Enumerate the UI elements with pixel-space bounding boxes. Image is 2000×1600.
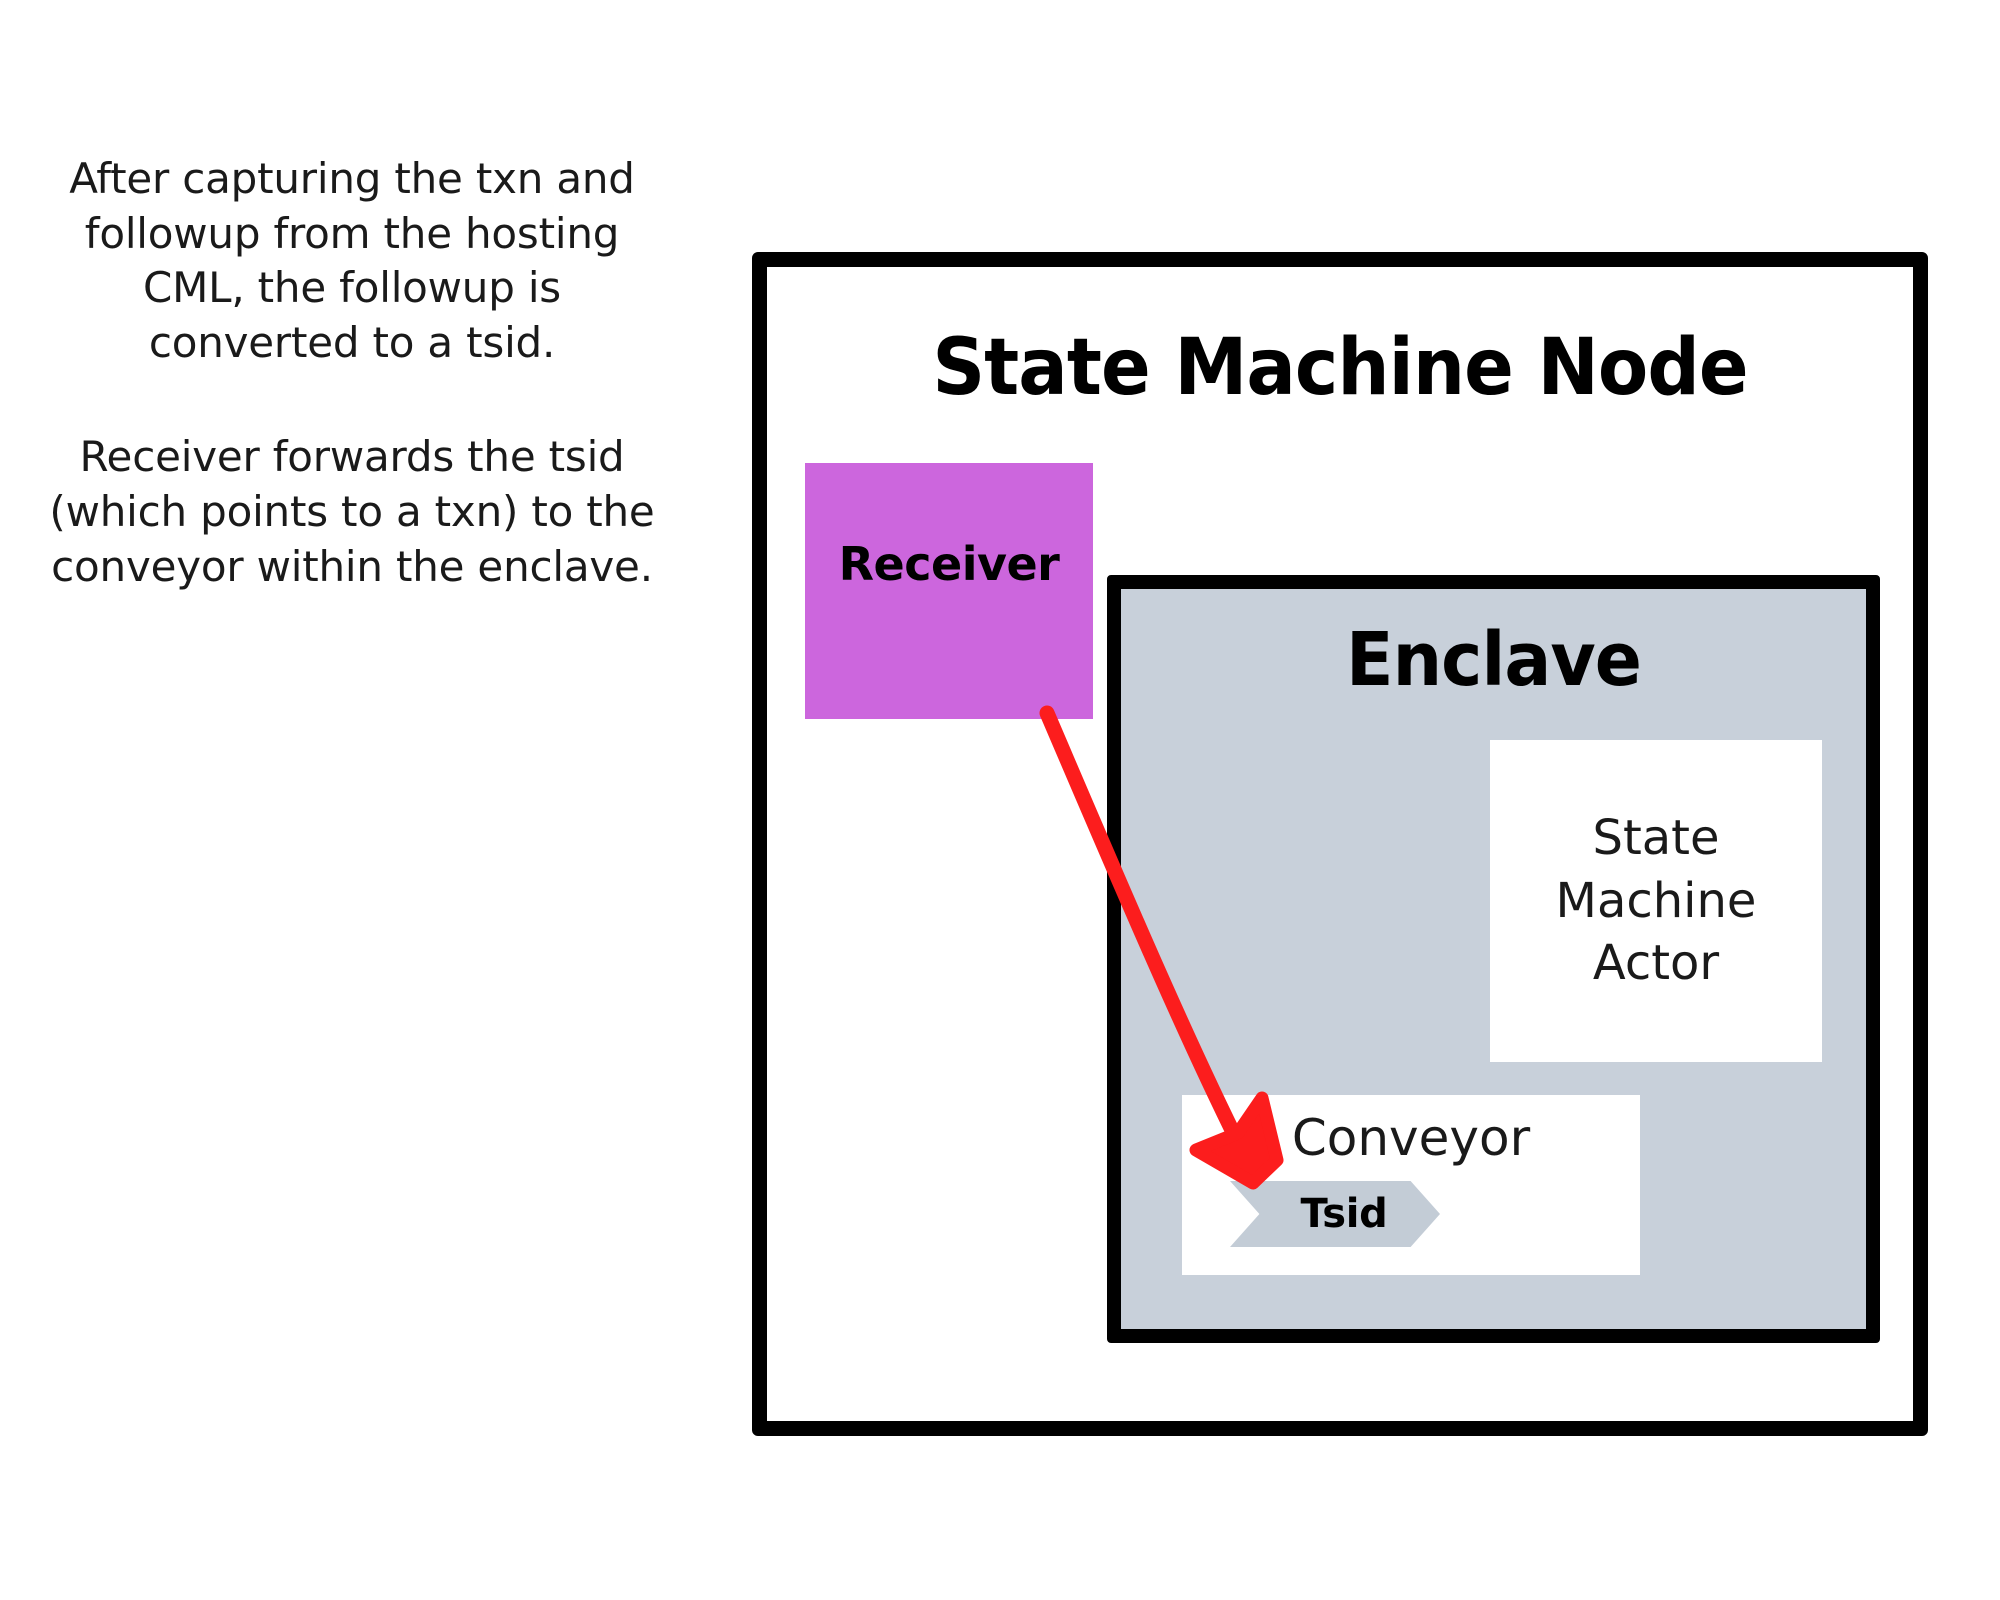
narrative-paragraph-1: After capturing the txn and followup fro… bbox=[69, 154, 635, 367]
conveyor-box[interactable]: Conveyor Tsid bbox=[1182, 1095, 1640, 1275]
tsid-chevron-icon[interactable]: Tsid bbox=[1230, 1181, 1440, 1247]
state-machine-node-container: State Machine Node Receiver Enclave Stat… bbox=[752, 252, 1928, 1436]
state-machine-actor-label: State Machine Actor bbox=[1555, 810, 1757, 992]
narrative-paragraph-2: Receiver forwards the tsid (which points… bbox=[49, 432, 655, 591]
enclave-box: Enclave State Machine Actor Conveyor Tsi… bbox=[1107, 575, 1880, 1343]
conveyor-label: Conveyor bbox=[1291, 1109, 1531, 1167]
narrative-spacer bbox=[34, 370, 670, 430]
narrative-text-block: After capturing the txn and followup fro… bbox=[34, 152, 670, 594]
state-machine-node-title: State Machine Node bbox=[932, 323, 1748, 413]
state-machine-actor-box[interactable]: State Machine Actor bbox=[1490, 740, 1822, 1062]
receiver-box[interactable]: Receiver bbox=[805, 463, 1093, 719]
receiver-label: Receiver bbox=[838, 537, 1060, 591]
tsid-label: Tsid bbox=[1300, 1191, 1388, 1237]
enclave-title: Enclave bbox=[1345, 617, 1642, 703]
